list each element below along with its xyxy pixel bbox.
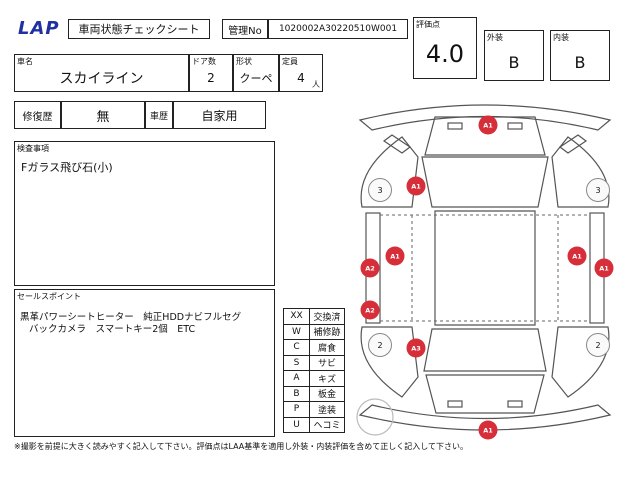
score-box: 評価点 4.0: [413, 17, 477, 79]
selling-points-box: セールスポイント 黒革パワーシートヒーター 純正HDDナビフルセグ バックカメラ…: [14, 289, 275, 437]
legend-code: B: [283, 385, 310, 402]
inspection-notes-text: Fガラス飛び石(小): [21, 161, 113, 174]
damage-marker: A1: [478, 420, 498, 440]
tire-grade: 3: [368, 178, 392, 202]
legend-code: U: [283, 416, 310, 433]
exterior-grade-value: B: [508, 52, 520, 72]
body-type-label: 形状: [236, 57, 252, 66]
damage-marker: A1: [567, 246, 587, 266]
usage-history-value: 自家用: [173, 101, 266, 129]
exterior-grade-box: 外装 B: [484, 30, 544, 81]
damage-marker: A1: [385, 246, 405, 266]
inspection-notes-label: 検査事項: [17, 144, 49, 153]
tire-grade: 2: [368, 333, 392, 357]
legend-meaning: ヘコミ: [309, 416, 345, 433]
selling-points-line-2: バックカメラ スマートキー2個 ETC: [29, 324, 196, 335]
door-count-value: 2: [207, 71, 215, 85]
seating-box: 定員 4 人: [279, 54, 323, 92]
mgmt-no-label: 管理No: [222, 19, 268, 39]
selling-points-line-1: 黒革パワーシートヒーター 純正HDDナビフルセグ: [20, 312, 242, 323]
door-count-label: ドア数: [192, 57, 216, 66]
damage-marker: A1: [406, 176, 426, 196]
seating-value: 4: [297, 71, 305, 85]
legend-code: XX: [283, 308, 310, 325]
damage-marker: A3: [406, 338, 426, 358]
inspection-notes-box: 検査事項 Fガラス飛び石(小): [14, 141, 275, 286]
interior-grade-box: 内装 B: [550, 30, 610, 81]
score-value: 4.0: [425, 40, 465, 68]
seating-label: 定員: [282, 57, 298, 66]
selling-points-label: セールスポイント: [17, 292, 81, 301]
interior-grade-value: B: [574, 52, 586, 72]
interior-label: 内装: [553, 33, 569, 42]
seating-unit: 人: [312, 80, 320, 89]
lap-logo: LAP: [18, 18, 60, 39]
legend-code: S: [283, 354, 310, 371]
car-body-diagram: [356, 104, 612, 436]
body-type-box: 形状 クーペ: [233, 54, 279, 92]
damage-marker: A1: [478, 115, 498, 135]
damage-marker: A1: [594, 258, 614, 278]
mgmt-no-value: 1020002A30220510W001: [268, 19, 408, 39]
tire-grade: 2: [586, 333, 610, 357]
body-type-value: クーペ: [239, 72, 273, 85]
legend-code: C: [283, 339, 310, 356]
legend-meaning: 交換済: [309, 308, 345, 325]
damage-marker: A2: [360, 300, 380, 320]
legend-code: A: [283, 370, 310, 387]
vehicle-name-label: 車名: [17, 57, 33, 66]
vehicle-name-value: スカイライン: [59, 71, 144, 87]
vehicle-name-box: 車名 スカイライン: [14, 54, 189, 92]
repair-history-value: 無: [61, 101, 145, 129]
sheet-title: 車両状態チェックシート: [68, 19, 210, 39]
usage-history-label: 車歴: [145, 101, 173, 129]
damage-marker: A2: [360, 258, 380, 278]
repair-history-label: 修復歴: [14, 101, 61, 129]
score-label: 評価点: [416, 20, 440, 29]
legend-code: P: [283, 401, 310, 418]
exterior-label: 外装: [487, 33, 503, 42]
legend-code: W: [283, 323, 310, 340]
door-count-box: ドア数 2: [189, 54, 233, 92]
footer-note: ※撮影を前提に大きく読みやすく記入して下さい。評価点はLAA基準を適用し外装・内…: [14, 442, 469, 451]
tire-grade: 3: [586, 178, 610, 202]
